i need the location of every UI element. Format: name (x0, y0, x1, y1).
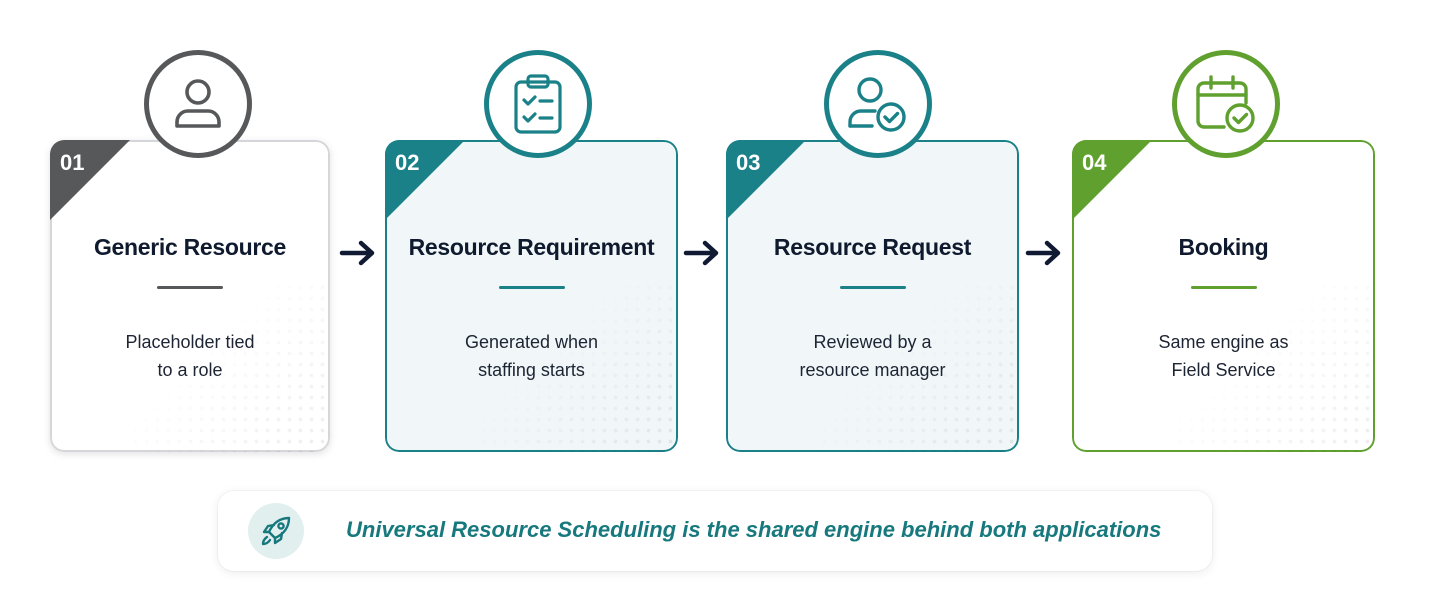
arrow-right-icon (339, 240, 375, 266)
step-description: Generated when staffing starts (464, 332, 599, 380)
step-number: 01 (60, 150, 85, 175)
step-number: 04 (1082, 150, 1107, 175)
title-underline (839, 286, 906, 289)
banner-text: Universal Resource Scheduling is the sha… (346, 517, 1162, 542)
step-description: Placeholder tied to a role (125, 332, 255, 380)
step-title: Resource Requirement (408, 234, 655, 260)
step-title: Generic Resource (93, 234, 287, 260)
summary-banner: Universal Resource Scheduling is the sha… (218, 491, 1212, 571)
title-underline (498, 286, 565, 289)
step-number: 03 (736, 150, 761, 175)
clipboard-checklist-icon (484, 50, 592, 158)
calendar-check-icon (1172, 50, 1280, 158)
step-card-generic-resource: 01 Generic Resource Placeholder tied to … (50, 140, 330, 452)
rocket-icon (248, 503, 304, 559)
step-description: Reviewed by a resource manager (799, 332, 946, 380)
step-description: Same engine as Field Service (1158, 332, 1289, 380)
step-title: Resource Request (773, 234, 972, 260)
step-title: Booking (1178, 234, 1269, 260)
user-icon (144, 50, 252, 158)
arrow-right-icon (1025, 240, 1061, 266)
title-underline (157, 286, 223, 289)
step-number: 02 (395, 150, 420, 175)
step-card-resource-requirement: 02 Resource Requirement Generated when s… (385, 140, 678, 452)
title-underline (1190, 286, 1257, 289)
step-card-resource-request: 03 Resource Request Reviewed by a resour… (726, 140, 1019, 452)
user-check-icon (824, 50, 932, 158)
arrow-right-icon (683, 240, 719, 266)
step-card-booking: 04 Booking Same engine as Field Service (1072, 140, 1375, 452)
